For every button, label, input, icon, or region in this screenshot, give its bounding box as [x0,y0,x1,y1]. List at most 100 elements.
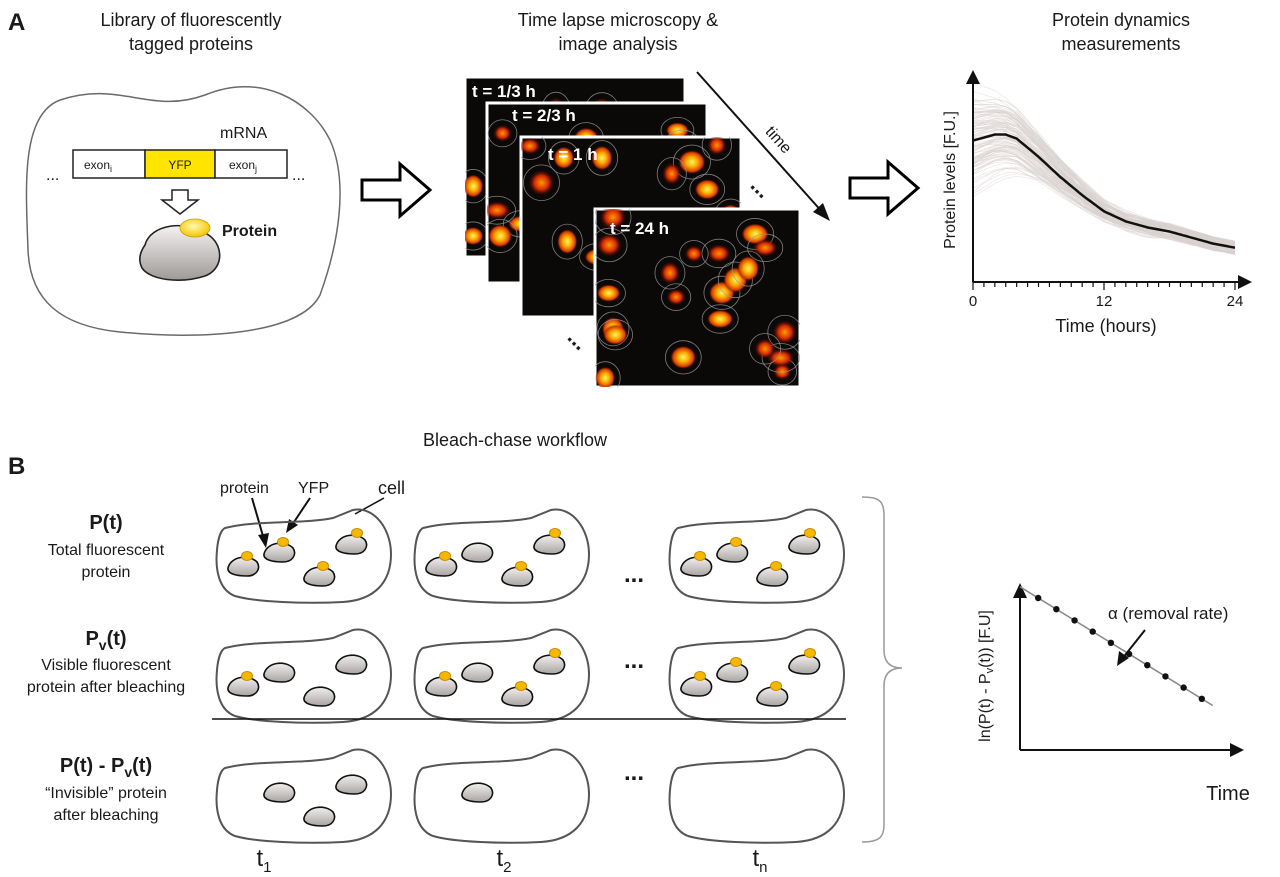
yfp-tag-icon [730,537,742,547]
chart1-trace [972,136,1236,247]
chart1-trace [972,142,1236,244]
yfp-tag-icon [549,648,561,658]
nucleus [501,566,534,587]
removal-rate-arrow-head-icon [1117,651,1129,666]
bleach-chase-title: Bleach-chase workflow [423,430,608,450]
nucleus [425,676,458,697]
yfp-box [144,149,216,179]
yfp-tag-icon [439,671,451,681]
yfp-tag-icon [179,218,211,238]
cell-boundary [595,361,621,387]
time-arrow-label: time [762,123,795,157]
chart1-trace [972,112,1236,254]
nucleus [335,774,368,795]
cell-boundary [521,137,547,160]
big-arrow-icon-1 [360,160,433,220]
curly-brace [861,496,903,843]
chart1-trace [972,111,1236,246]
annot-cell: cell [378,478,405,498]
yfp-tag-icon [241,551,253,561]
fluorescent-cell [662,162,682,185]
fluorescent-cell [772,320,797,345]
nucleus [461,782,494,803]
chart1-trace [973,121,1236,243]
fluorescent-cell [694,179,720,200]
annot-protein-arrow-head-icon [258,533,269,548]
chart1-trace [972,145,1236,253]
cell-boundary [551,223,583,260]
chart1-trace [972,124,1236,243]
yfp-tag-icon [694,671,706,681]
dynamics-title-1: Protein dynamics [1052,10,1190,30]
chart1-trace [972,123,1236,249]
cell-row3-col1 [215,748,393,844]
cell-boundary [487,119,518,148]
cell-row1-col2 [413,508,591,604]
chart2-point [1034,594,1042,602]
yfp-tag-icon [351,528,363,538]
time-label-2: t2 [496,845,511,876]
fluorescent-cell [666,288,686,306]
cell-row2-col1 [215,628,393,724]
fluorescent-cell [599,209,627,230]
fluorescent-cell [465,174,484,198]
cell-row3-col2 [413,748,591,844]
construct-dots-right: ... [292,167,305,184]
yfp-tag-icon [241,671,253,681]
yfp-tag-icon [770,681,782,691]
cell-row1-col1 [215,508,393,604]
microscopy-title-1: Time lapse microscopy & [518,10,718,30]
chart1-trace [972,130,1236,247]
chart1-trace [972,157,1235,252]
time-arrow-line [696,71,825,215]
row3-desc-2: after bleaching [54,807,159,824]
frame-label-1: t = 1/3 h [472,82,536,101]
chart1-trace [972,127,1236,243]
nucleus [263,542,296,563]
nucleus [335,654,368,675]
row2-ellipsis: ... [624,647,644,674]
chart1-trace [972,133,1236,248]
fluorescent-cell [528,169,555,196]
nucleus [461,542,494,563]
nucleus [335,534,368,555]
yfp-label: YFP [168,158,191,172]
nucleus [263,662,296,683]
row2-desc-2: protein after bleaching [27,679,185,696]
chart2-y-arrow-icon [1013,583,1027,598]
cell-boundary [596,311,630,347]
microscopy-frame-4: t = 24 h [593,207,802,389]
chart1-ticks [972,282,1236,290]
chart1-trace [972,114,1236,250]
row2-name: Pv(t) [85,628,126,653]
nucleus [303,806,336,827]
chart2-ylabel: ln(P(t) - Pv(t)) [F.U] [977,610,996,742]
yfp-tag-icon [770,561,782,571]
fluorescent-cell [603,324,628,345]
removal-rate-chart: α (removal rate) Time ln(P(t) - Pv(t)) [… [977,583,1250,805]
nucleus [501,686,534,707]
cell-boundary [689,173,726,205]
chart1-y-arrow-icon [966,70,980,84]
removal-rate-label: α (removal rate) [1108,604,1228,623]
yfp-tag-icon [277,537,289,547]
chart1-trace [972,152,1236,244]
yfp-tag-icon [515,681,527,691]
frame-label-4: t = 24 h [610,219,669,238]
protein-label: Protein [222,223,277,240]
dynamics-title-2: measurements [1061,34,1180,54]
row3-ellipsis: ... [624,759,644,786]
cell-boundary [701,137,732,161]
frames-dots-right: ... [746,172,777,203]
chart2-x-arrow-icon [1230,743,1244,757]
fluorescent-cell [707,244,731,263]
nucleus [716,542,749,563]
fluorescent-cell [596,284,621,302]
cell-boundary [597,319,634,351]
fluorescent-cell [752,239,778,257]
annot-yfp: YFP [298,480,329,497]
chart2-fit-line [1019,586,1214,707]
nucleus [788,654,821,675]
yfp-tag-icon [804,528,816,538]
chart1-trace [972,115,1236,246]
